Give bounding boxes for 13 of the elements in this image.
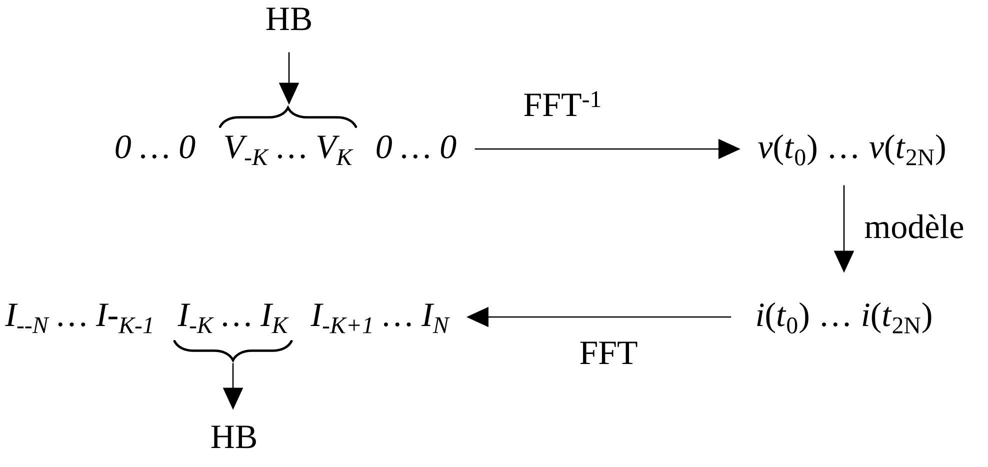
formula: I$_{-K}$ … I$_{K}$ bbox=[178, 304, 289, 334]
formula: 0 … 0 bbox=[376, 135, 456, 158]
formula: 0 … 0 bbox=[116, 135, 196, 158]
edge-label: modèle bbox=[864, 214, 964, 238]
text-label: HB bbox=[211, 426, 256, 448]
edge-label: FFT$^{-1}$ bbox=[524, 91, 600, 116]
formula: I$_{-K+1}$ … I$_{N}$ bbox=[310, 304, 450, 334]
formula: V$_{-K}$ … V$_{K}$ bbox=[225, 136, 354, 166]
formula: v(t$_{0}$) … v(t$_{2N}$) bbox=[758, 134, 945, 166]
formula: I$_{--N}$ … I-$_{K-1}$ bbox=[5, 304, 152, 334]
text-label: HB bbox=[266, 8, 311, 30]
formula: i(t$_{0}$) … i(t$_{2N}$) bbox=[757, 302, 932, 334]
edge-label: FFT bbox=[580, 342, 638, 364]
